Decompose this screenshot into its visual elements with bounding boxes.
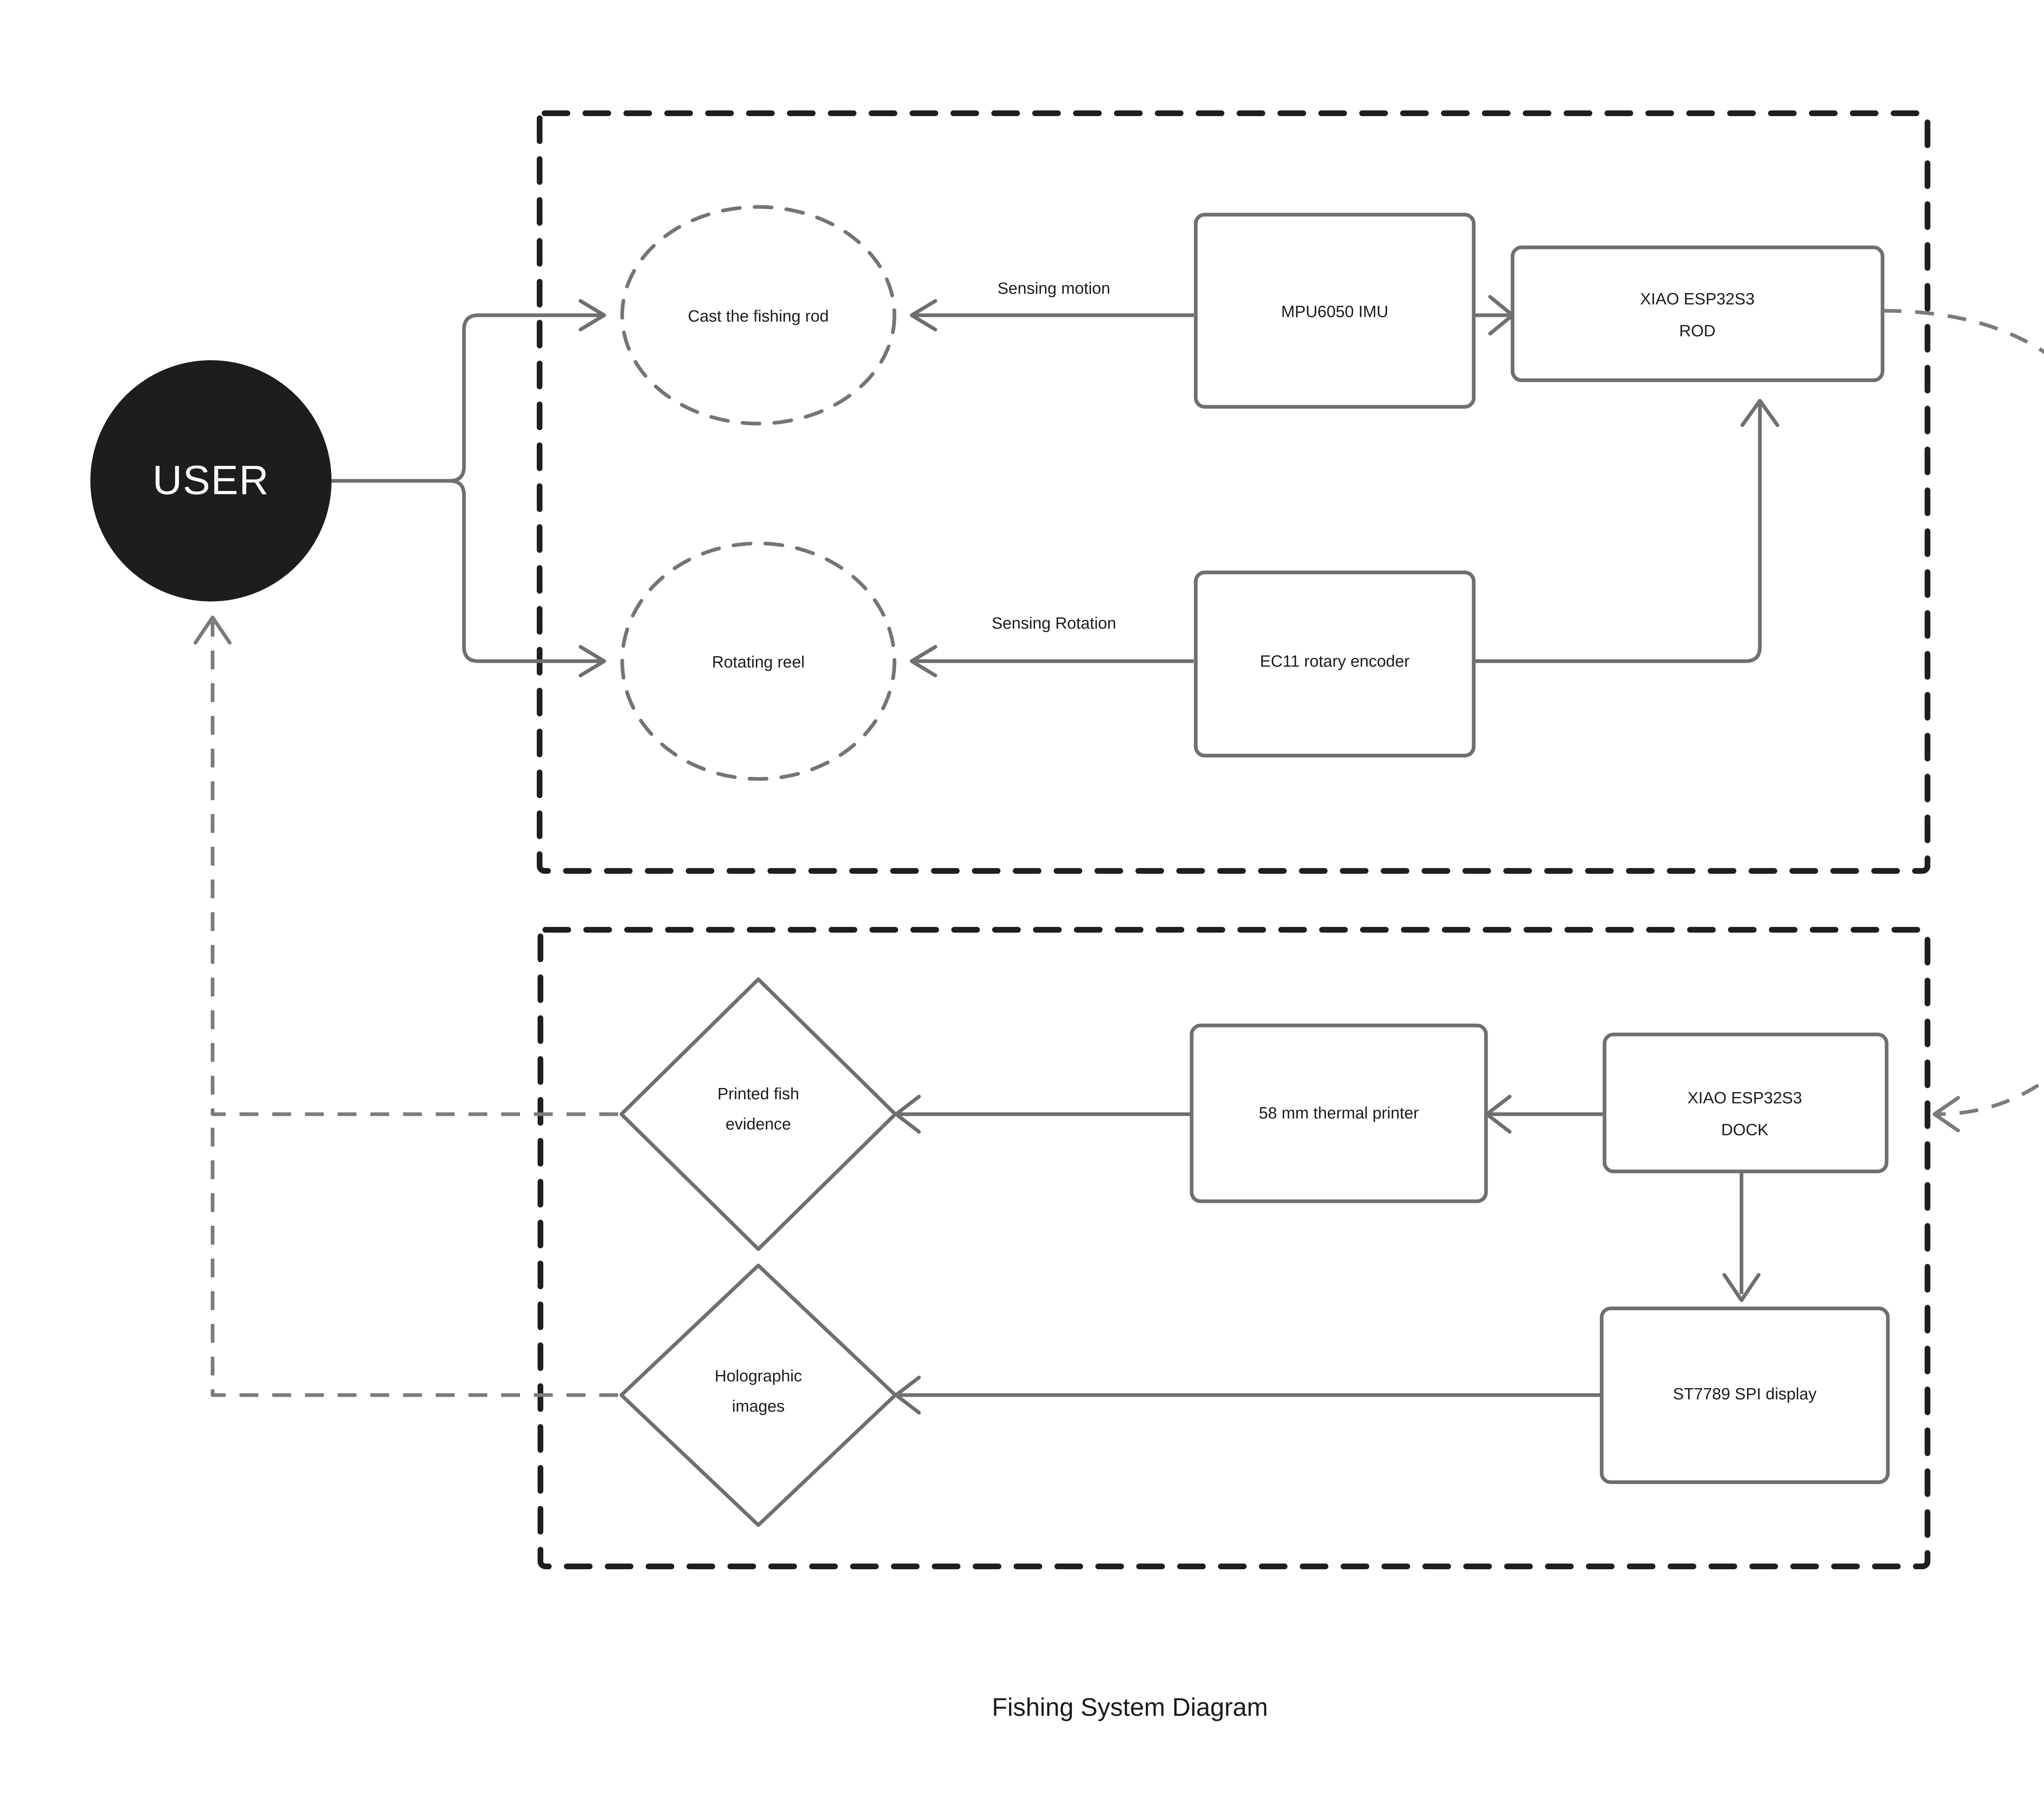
arrowhead-user-to-rotating-reel <box>578 645 606 678</box>
arrowhead-xiao-rod-to-xiao-dock <box>1932 1096 1960 1133</box>
diagram-caption: Fishing System Diagram <box>992 1693 1268 1721</box>
node-mpu6050-imu[interactable] <box>1194 213 1476 409</box>
node-xiao-esp32s3-dock[interactable] <box>1602 1032 1889 1173</box>
edge-holographic-images-to-user <box>211 1114 618 1397</box>
node-xiao-esp32s3-rod-label-line1: XIAO ESP32S3 <box>1640 290 1755 308</box>
node-st7789-spi-display-label: ST7789 SPI display <box>1673 1385 1816 1403</box>
node-xiao-esp32s3-rod[interactable] <box>1511 245 1885 382</box>
node-holographic-images-label-line2: images <box>732 1398 785 1416</box>
edge-user-to-cast-rod <box>449 313 601 483</box>
user-actor-label: USER <box>152 457 269 503</box>
edge-xiao-rod-to-xiao-dock-wireless <box>1882 309 2044 1116</box>
node-rotating-reel-label: Rotating reel <box>712 653 805 671</box>
arrowhead-mpu6050-to-cast-rod <box>910 299 937 332</box>
arrowhead-ec11-to-rotating-reel <box>910 645 937 678</box>
node-cast-the-fishing-rod-label: Cast the fishing rod <box>688 307 829 325</box>
node-58mm-thermal-printer-label: 58 mm thermal printer <box>1259 1104 1419 1122</box>
node-xiao-esp32s3-dock-label-line2: DOCK <box>1721 1121 1768 1139</box>
node-xiao-esp32s3-rod-label-line2: ROD <box>1679 322 1716 340</box>
edge-user-to-rotating-reel <box>449 479 601 663</box>
node-printed-fish-evidence[interactable] <box>619 977 897 1251</box>
node-ec11-rotary-encoder-label: EC11 rotary encoder <box>1260 653 1410 671</box>
edge-label-sensing-rotation: Sensing Rotation <box>992 615 1116 633</box>
node-holographic-images-label-line1: Holographic <box>715 1367 802 1385</box>
arrowhead-printed-fish-evidence-to-user <box>193 615 232 645</box>
node-cast-the-fishing-rod[interactable] <box>620 205 896 426</box>
edge-label-sensing-motion: Sensing motion <box>997 280 1110 298</box>
node-xiao-esp32s3-dock-label-line1: XIAO ESP32S3 <box>1688 1089 1802 1107</box>
node-mpu6050-imu-label: MPU6050 IMU <box>1281 303 1388 321</box>
node-ec11-rotary-encoder[interactable] <box>1194 570 1476 758</box>
arrowhead-user-to-cast-rod <box>578 299 606 332</box>
edge-printed-fish-evidence-to-user <box>211 621 618 1116</box>
node-holographic-images[interactable] <box>619 1263 897 1527</box>
arrowhead-ec11-to-xiao-rod <box>1740 399 1780 427</box>
dock-subsystem-container <box>538 927 1930 1569</box>
rod-subsystem-container <box>537 110 1930 874</box>
node-printed-fish-evidence-label-line1: Printed fish <box>717 1085 799 1103</box>
arrowhead-dock-to-display <box>1722 1273 1761 1302</box>
node-printed-fish-evidence-label-line2: evidence <box>726 1115 791 1133</box>
edge-ec11-to-xiao-rod <box>1474 404 1762 663</box>
node-rotating-reel[interactable] <box>620 541 896 781</box>
user-actor-circle[interactable] <box>90 360 332 601</box>
